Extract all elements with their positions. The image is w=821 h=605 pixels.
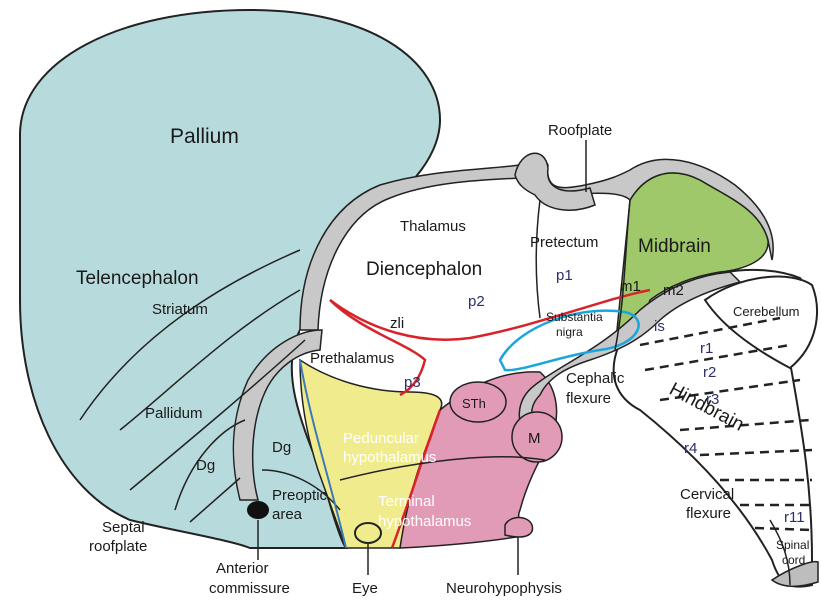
label-m: M bbox=[528, 430, 541, 447]
label-cerebellum: Cerebellum bbox=[733, 304, 799, 319]
label-cervical-2: flexure bbox=[686, 505, 731, 522]
label-p2: p2 bbox=[468, 293, 485, 310]
label-anterior-2: commissure bbox=[209, 580, 290, 597]
label-r1: r1 bbox=[700, 340, 713, 357]
label-cervical-1: Cervical bbox=[680, 486, 734, 503]
label-diencephalon: Diencephalon bbox=[366, 259, 482, 280]
label-m1: m1 bbox=[620, 278, 641, 295]
label-terminal-1: Terminal bbox=[378, 493, 435, 510]
label-sth: STh bbox=[462, 396, 486, 411]
label-preoptic-1: Preoptic bbox=[272, 487, 328, 504]
label-neurohypophysis: Neurohypophysis bbox=[446, 580, 562, 597]
label-septal-2: roofplate bbox=[89, 538, 147, 555]
anterior-commissure-dot bbox=[247, 501, 269, 519]
label-is: is bbox=[654, 318, 665, 335]
neurohypophysis-nub bbox=[505, 518, 533, 537]
label-eye: Eye bbox=[352, 580, 378, 597]
label-midbrain: Midbrain bbox=[638, 236, 711, 257]
label-terminal-2: hypothalamus bbox=[378, 513, 471, 530]
label-cephalic-2: flexure bbox=[566, 390, 611, 407]
label-m2: m2 bbox=[663, 282, 684, 299]
label-substantia-1: Substantia bbox=[546, 310, 603, 324]
label-peduncular-1: Peduncular bbox=[343, 430, 419, 447]
label-p3: p3 bbox=[404, 374, 421, 391]
label-r4: r4 bbox=[684, 440, 697, 457]
label-anterior-1: Anterior bbox=[216, 560, 269, 577]
label-pallium: Pallium bbox=[170, 125, 239, 148]
label-substantia-2: nigra bbox=[556, 325, 583, 339]
label-thalamus: Thalamus bbox=[400, 218, 466, 235]
label-preoptic-2: area bbox=[272, 506, 303, 523]
label-r2: r2 bbox=[703, 364, 716, 381]
label-cephalic-1: Cephalic bbox=[566, 370, 625, 387]
label-r3: r3 bbox=[706, 391, 719, 408]
label-r11: r11 bbox=[784, 509, 805, 526]
label-dg-right: Dg bbox=[272, 439, 291, 456]
label-peduncular-2: hypothalamus bbox=[343, 449, 436, 466]
label-striatum: Striatum bbox=[152, 301, 208, 318]
label-zli: zli bbox=[390, 315, 404, 332]
label-dg-left: Dg bbox=[196, 457, 215, 474]
label-pallidum: Pallidum bbox=[145, 405, 203, 422]
label-septal-1: Septal bbox=[102, 519, 145, 536]
label-roofplate: Roofplate bbox=[548, 122, 612, 139]
label-spinal-1: Spinal bbox=[776, 538, 809, 552]
label-spinal-2: cord bbox=[782, 553, 805, 567]
label-telencephalon: Telencephalon bbox=[76, 268, 199, 289]
label-p1: p1 bbox=[556, 267, 573, 284]
label-pretectum: Pretectum bbox=[530, 234, 598, 251]
label-prethalamus: Prethalamus bbox=[310, 350, 394, 367]
